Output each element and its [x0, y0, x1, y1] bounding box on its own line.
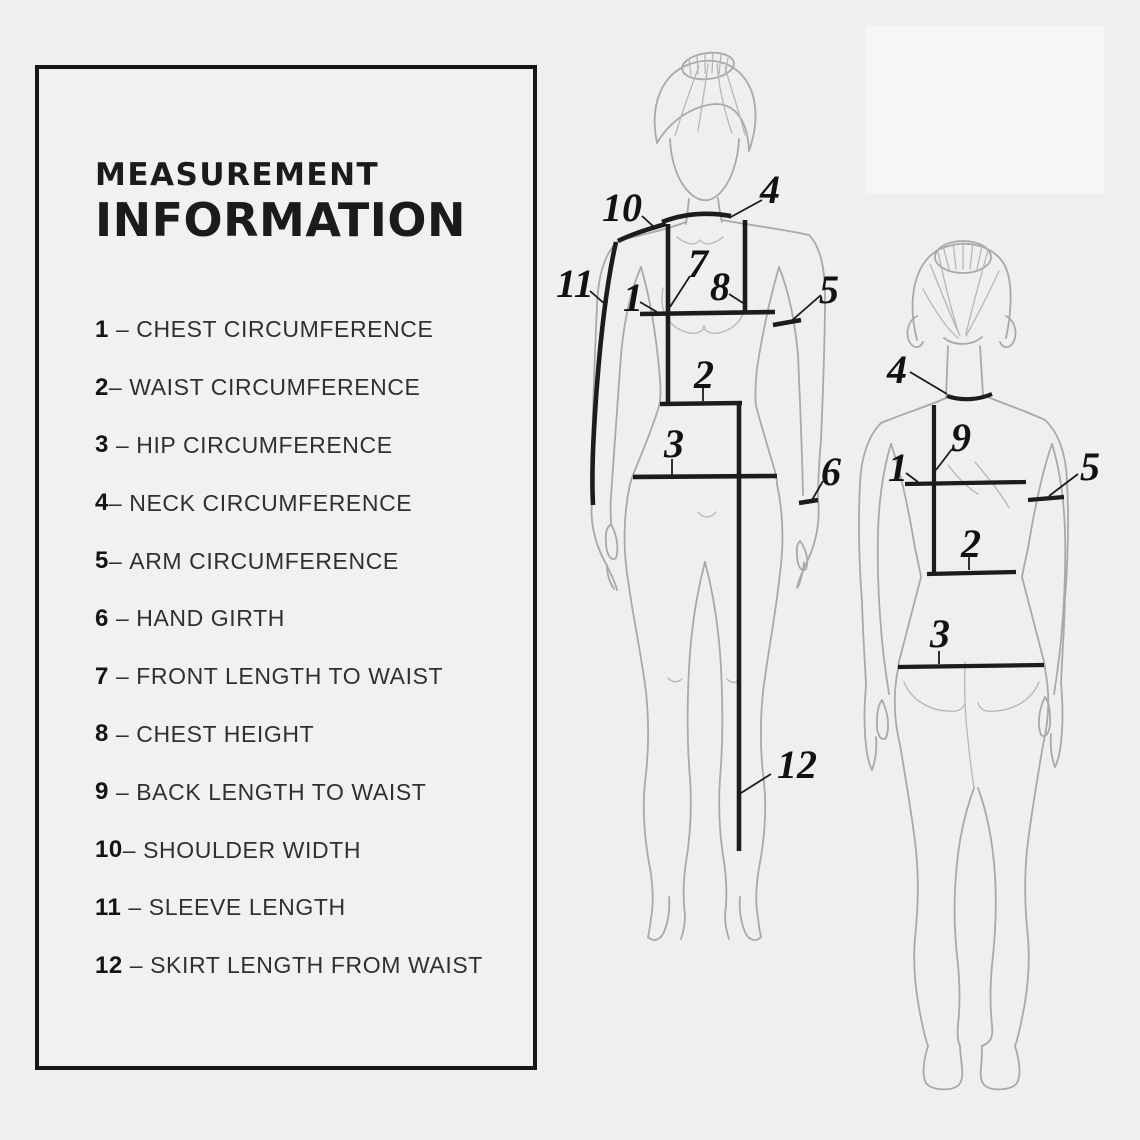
front-measurement-lines: [590, 211, 819, 851]
front-arm-line-5: [772, 317, 802, 328]
front-waist-line-2: [659, 400, 743, 407]
back-body-details: [903, 240, 1040, 789]
callout-back-neck: 4: [886, 347, 907, 392]
callout-front-sleeve-length: 11: [556, 261, 594, 306]
front-callout-numbers: 10 4 11 7 1 8 5 2 3 6 12: [556, 167, 841, 787]
front-hip-line-3: [632, 473, 778, 480]
front-sleeve-line-11: [590, 241, 619, 506]
callout-front-front-length: 7: [688, 241, 710, 286]
back-neck-line-4: [946, 392, 993, 402]
callout-back-waist: 2: [960, 521, 981, 566]
back-waist-line-2: [926, 569, 1017, 577]
front-chest-line-1: [639, 309, 776, 317]
figure-back-view: 4 9 1 5 2 3: [858, 240, 1100, 1091]
panel-title-line1: MEASUREMENT: [95, 157, 380, 193]
panel-title: MEASUREMENT INFORMATION: [95, 157, 466, 245]
legend-item-7: 7 – FRONT LENGTH TO WAIST: [95, 662, 444, 690]
legend-item-3: 3 – HIP CIRCUMFERENCE: [95, 431, 393, 459]
legend-item-4: 4– NECK CIRCUMFERENCE: [95, 489, 413, 517]
legend-item-6: 6 – HAND GIRTH: [95, 604, 285, 632]
back-leader-lines: [905, 371, 1079, 664]
callout-front-skirt-length: 12: [777, 742, 817, 787]
callout-front-neck: 4: [759, 167, 780, 212]
front-shoulder-line-10: [616, 221, 667, 244]
front-body-outline: [590, 51, 826, 941]
callout-back-hip: 3: [929, 611, 950, 656]
legend-item-10: 10– SHOULDER WIDTH: [95, 836, 362, 864]
measurement-legend: 1 – CHEST CIRCUMFERENCE 2– WAIST CIRCUMF…: [95, 301, 483, 995]
back-chest-line-1: [904, 479, 1027, 487]
callout-front-shoulder-width: 10: [602, 185, 642, 230]
legend-item-5: 5– ARM CIRCUMFERENCE: [95, 547, 399, 575]
back-body-outline: [858, 240, 1069, 1091]
legend-item-12: 12 – SKIRT LENGTH FROM WAIST: [95, 951, 483, 979]
legend-item-8: 8 – CHEST HEIGHT: [95, 720, 315, 748]
callout-front-chest-height: 8: [710, 264, 730, 309]
front-neck-line-4: [661, 211, 732, 225]
legend-item-9: 9 – BACK LENGTH TO WAIST: [95, 778, 427, 806]
legend-item-2: 2– WAIST CIRCUMFERENCE: [95, 373, 421, 401]
callout-front-waist: 2: [693, 352, 714, 397]
callout-front-hand-girth: 6: [821, 449, 841, 494]
front-leader-lines: [589, 199, 824, 794]
figure-front-view: 10 4 11 7 1 8 5 2 3 6 12: [556, 51, 841, 941]
back-arm-line-5: [1027, 494, 1065, 503]
legend-item-11: 11 – SLEEVE LENGTH: [95, 893, 346, 921]
callout-front-hip: 3: [663, 421, 684, 466]
callout-back-back-length: 9: [951, 415, 971, 460]
callout-back-chest: 1: [888, 445, 908, 490]
panel-title-line2: INFORMATION: [95, 193, 466, 247]
legend-item-1: 1 – CHEST CIRCUMFERENCE: [95, 315, 434, 343]
callout-back-arm: 5: [1080, 444, 1100, 489]
front-hand-line-6: [798, 497, 819, 506]
measurement-info-panel: MEASUREMENT INFORMATION 1 – CHEST CIRCUM…: [35, 65, 537, 1070]
back-callout-numbers: 4 9 1 5 2 3: [886, 347, 1100, 656]
back-measurement-lines: [897, 392, 1065, 670]
back-hip-line-3: [897, 662, 1045, 670]
callout-front-arm: 5: [819, 267, 839, 312]
callout-front-chest: 1: [623, 275, 643, 320]
highlight-rectangle: [866, 25, 1104, 193]
